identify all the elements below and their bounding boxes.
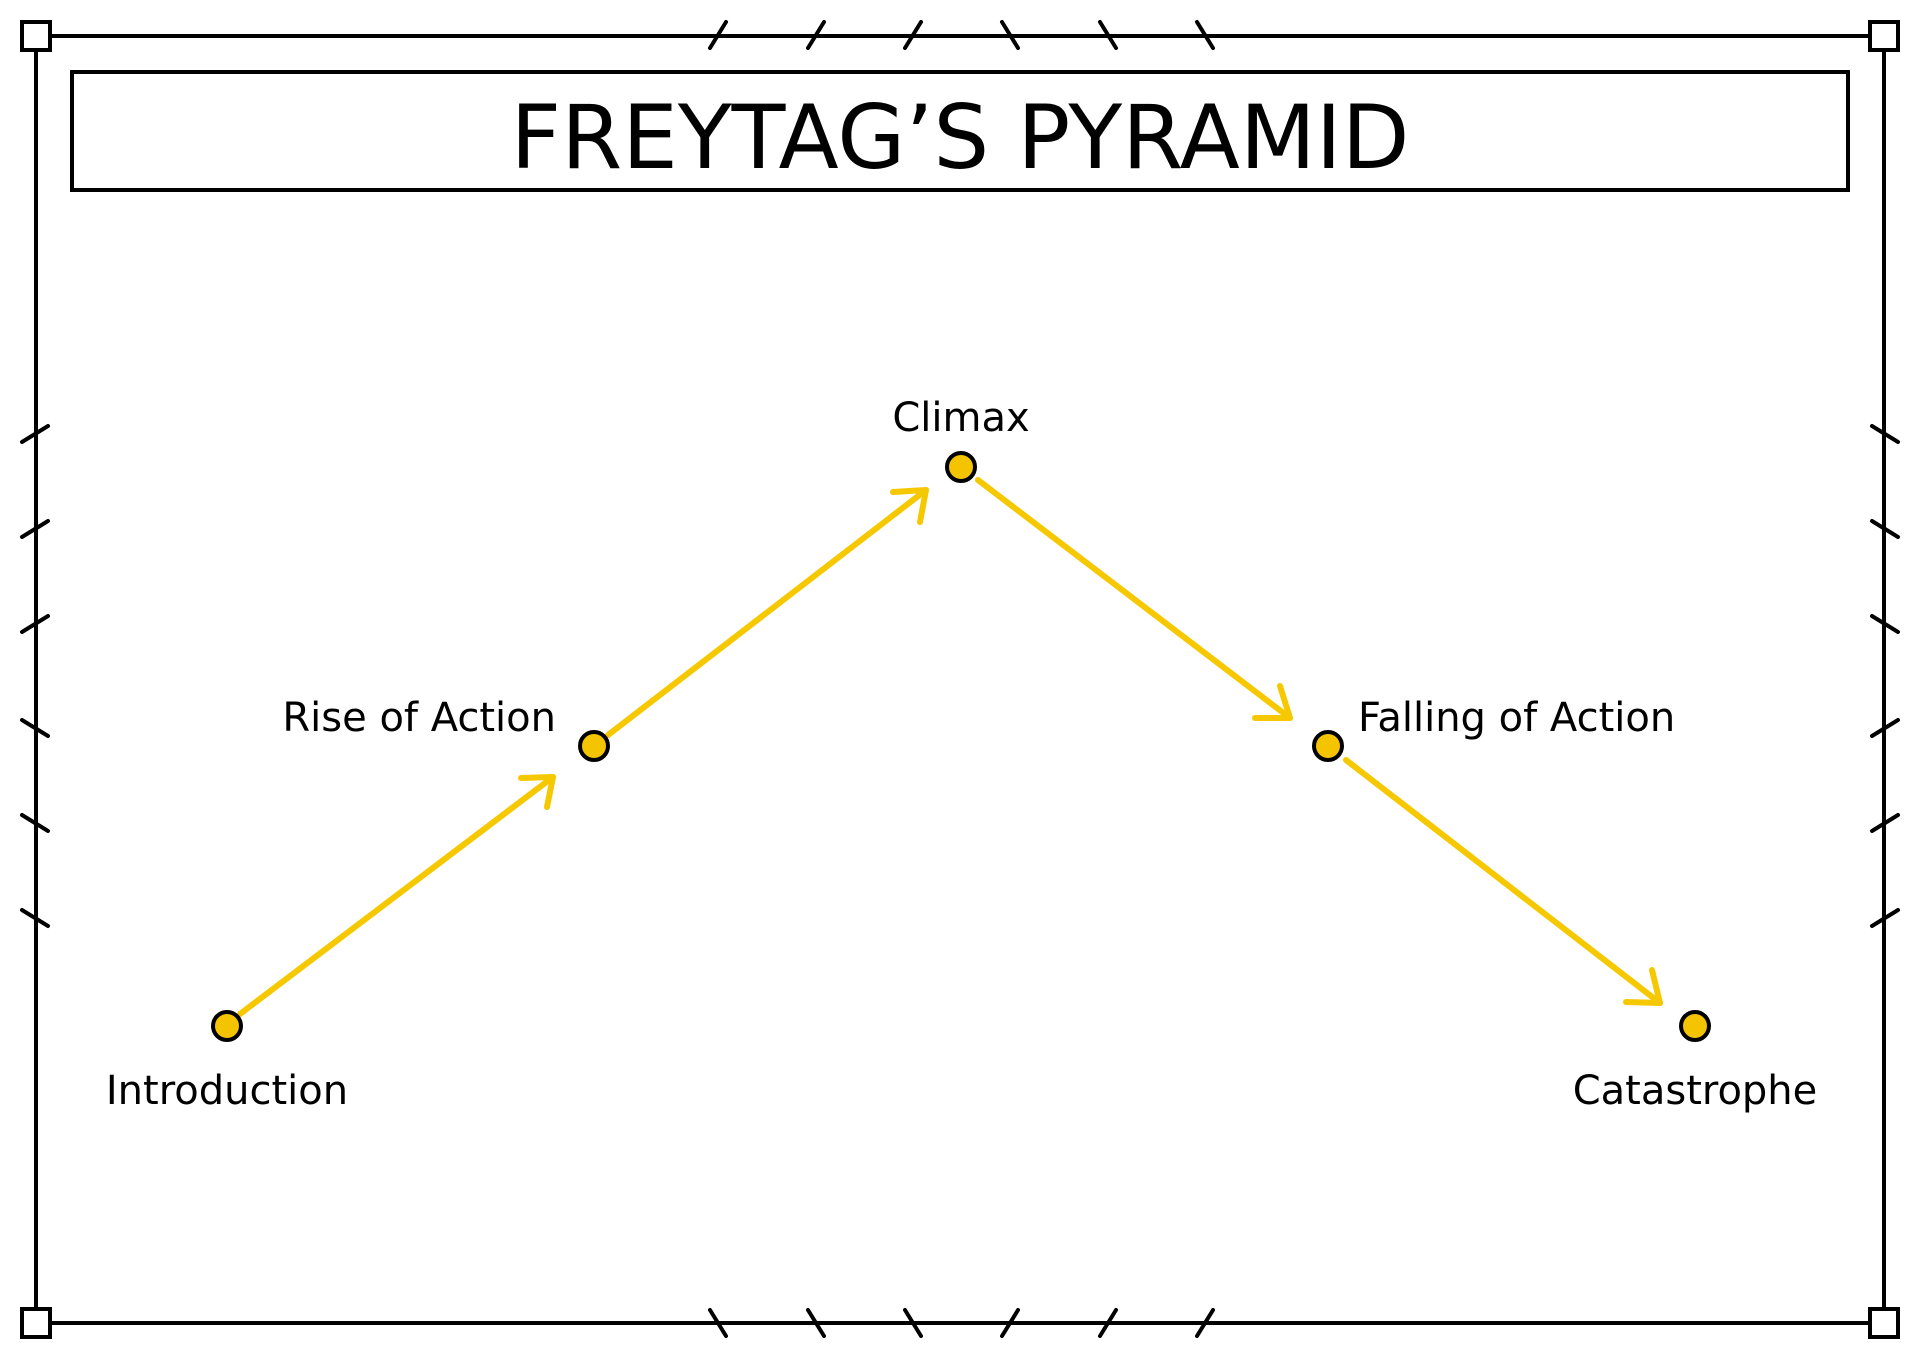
tick-bottom-4 bbox=[1000, 1308, 1020, 1338]
tick-left-4 bbox=[20, 718, 50, 738]
arrow-intro-to-rise bbox=[237, 774, 556, 1017]
label-catastrophe: Catastrophe bbox=[1573, 1068, 1818, 1114]
label-introduction: Introduction bbox=[106, 1068, 348, 1114]
node-introduction bbox=[211, 1010, 243, 1042]
arrows bbox=[237, 477, 1663, 1017]
tick-top-3 bbox=[903, 20, 923, 50]
tick-bottom-2 bbox=[806, 1308, 826, 1338]
label-climax: Climax bbox=[892, 395, 1029, 441]
tick-right-6 bbox=[1870, 908, 1900, 928]
tick-right-1 bbox=[1870, 424, 1900, 444]
tick-top-4 bbox=[1000, 20, 1020, 50]
tick-right-3 bbox=[1870, 614, 1900, 634]
arrow-shaft bbox=[237, 774, 556, 1017]
tick-bottom-1 bbox=[708, 1308, 728, 1338]
tick-bottom-6 bbox=[1195, 1308, 1215, 1338]
tick-top-5 bbox=[1098, 20, 1118, 50]
tick-right-5 bbox=[1870, 813, 1900, 833]
tick-left-1 bbox=[20, 424, 50, 444]
tick-top-1 bbox=[708, 20, 728, 50]
arrow-head bbox=[518, 774, 556, 810]
arrow-shaft bbox=[1343, 757, 1663, 1006]
corner-square-bottom-left bbox=[20, 1307, 52, 1339]
label-falling-of-action: Falling of Action bbox=[1358, 695, 1675, 741]
arrow-head bbox=[1252, 683, 1293, 721]
arrow-climax-to-falling bbox=[975, 477, 1293, 721]
tick-bottom-5 bbox=[1098, 1308, 1118, 1338]
tick-top-2 bbox=[806, 20, 826, 50]
arrow-head bbox=[1623, 967, 1663, 1006]
corner-square-top-left bbox=[20, 20, 52, 52]
tick-left-5 bbox=[20, 813, 50, 833]
arrow-shaft bbox=[605, 487, 929, 738]
arrow-head bbox=[890, 487, 929, 525]
label-rise-of-action: Rise of Action bbox=[282, 695, 556, 741]
arrow-rise-to-climax bbox=[605, 487, 929, 738]
arrow-falling-to-catastrophe bbox=[1343, 757, 1663, 1006]
tick-right-4 bbox=[1870, 718, 1900, 738]
corner-square-bottom-right bbox=[1868, 1307, 1900, 1339]
tick-bottom-3 bbox=[903, 1308, 923, 1338]
tick-left-2 bbox=[20, 519, 50, 539]
decorative-tick-marks bbox=[20, 20, 1900, 1338]
node-climax bbox=[945, 451, 977, 483]
tick-left-3 bbox=[20, 614, 50, 634]
tick-right-2 bbox=[1870, 519, 1900, 539]
corner-square-top-right bbox=[1868, 20, 1900, 52]
arrow-shaft bbox=[975, 477, 1293, 721]
title-box bbox=[70, 70, 1850, 192]
node-rise-of-action bbox=[578, 730, 610, 762]
tick-top-6 bbox=[1195, 20, 1215, 50]
outer-frame bbox=[34, 34, 1886, 1325]
node-falling-of-action bbox=[1312, 730, 1344, 762]
nodes bbox=[211, 451, 1711, 1042]
node-catastrophe bbox=[1679, 1010, 1711, 1042]
page-title: FREYTAG’S PYRAMID bbox=[511, 86, 1410, 189]
tick-left-6 bbox=[20, 908, 50, 928]
